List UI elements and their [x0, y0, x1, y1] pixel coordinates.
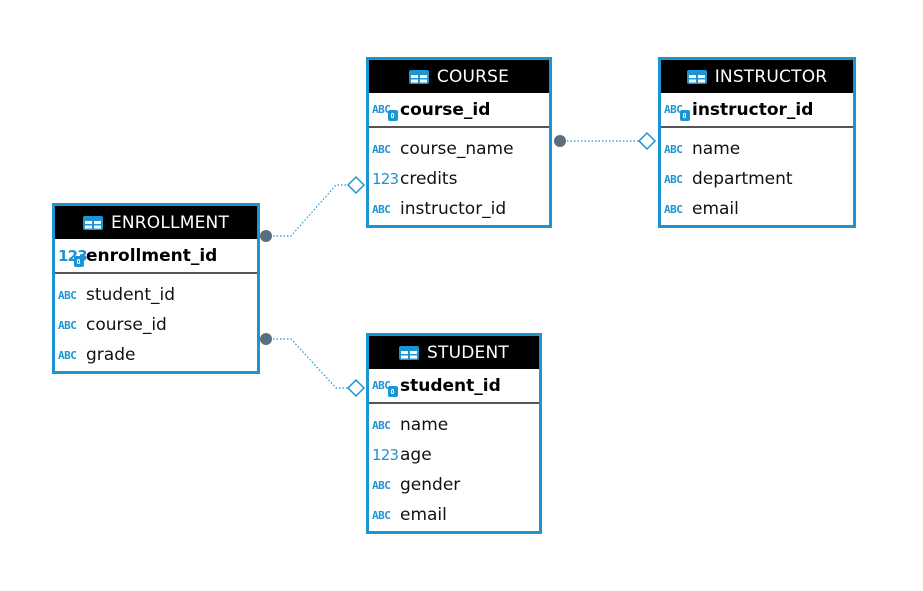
field-name: course_id — [86, 315, 167, 335]
connector-source-dot — [260, 333, 272, 345]
entity-title: INSTRUCTOR — [714, 66, 828, 87]
key-icon — [388, 109, 398, 121]
numeric-type-icon: 123 — [372, 446, 399, 464]
text-type-icon: ABC — [372, 202, 391, 216]
connector-target-diamond — [637, 131, 657, 151]
field-name: department — [692, 169, 793, 189]
primary-key-name: course_id — [400, 99, 491, 120]
text-type-icon: ABC — [664, 202, 683, 216]
text-type-icon: ABC — [58, 288, 77, 302]
field-row[interactable]: ABC gender — [369, 470, 539, 500]
entity-header[interactable]: INSTRUCTOR — [661, 60, 853, 93]
connector-source-dot — [554, 135, 566, 147]
text-type-icon: ABC — [372, 508, 391, 522]
primary-key-name: instructor_id — [692, 99, 814, 120]
field-name: credits — [400, 169, 458, 189]
numeric-key-type-icon: 123 — [58, 246, 88, 267]
field-name: student_id — [86, 285, 176, 305]
field-row[interactable]: ABC department — [661, 164, 853, 194]
relationship-course-instructor[interactable] — [554, 131, 657, 151]
relationship-enrollment-student[interactable] — [260, 333, 366, 398]
text-type-icon: ABC — [58, 318, 77, 332]
text-type-icon: ABC — [372, 478, 391, 492]
text-key-type-icon: ABC — [372, 100, 398, 121]
table-icon — [686, 69, 707, 84]
table-icon — [82, 215, 103, 230]
field-name: name — [400, 415, 449, 435]
text-type-icon: ABC — [372, 418, 391, 432]
entity-header[interactable]: ENROLLMENT — [55, 206, 257, 239]
text-type-icon: ABC — [664, 172, 683, 186]
field-name: email — [692, 199, 739, 219]
text-key-type-icon: ABC — [372, 376, 398, 397]
numeric-type-icon: 123 — [372, 170, 399, 188]
field-name: age — [400, 445, 432, 465]
primary-key-name: student_id — [400, 375, 501, 396]
field-row[interactable]: ABC name — [369, 410, 539, 440]
field-row[interactable]: ABC grade — [55, 340, 257, 370]
entity-title: ENROLLMENT — [110, 212, 230, 233]
field-row[interactable]: ABC student_id — [55, 280, 257, 310]
text-key-type-icon: ABC — [664, 100, 690, 121]
key-icon — [680, 109, 690, 121]
field-row[interactable]: ABC course_name — [369, 134, 549, 164]
entity-header[interactable]: STUDENT — [369, 336, 539, 369]
field-row[interactable]: ABC name — [661, 134, 853, 164]
connector-source-dot — [260, 230, 272, 242]
field-name: email — [400, 505, 447, 525]
field-row[interactable]: ABC instructor_id — [369, 194, 549, 224]
text-type-icon: ABC — [58, 348, 77, 362]
connector-target-diamond — [346, 175, 366, 195]
primary-key-name: enrollment_id — [86, 245, 218, 266]
relationship-enrollment-course[interactable] — [260, 175, 366, 242]
entity-title: COURSE — [436, 66, 510, 87]
field-name: grade — [86, 345, 136, 365]
field-name: course_name — [400, 139, 514, 159]
text-type-icon: ABC — [664, 142, 683, 156]
field-name: gender — [400, 475, 461, 495]
field-name: instructor_id — [400, 199, 507, 219]
key-icon — [388, 385, 398, 397]
field-row[interactable]: ABC email — [661, 194, 853, 224]
connector-target-diamond — [346, 378, 366, 398]
key-icon — [74, 255, 84, 267]
table-icon — [408, 69, 429, 84]
field-name: name — [692, 139, 741, 159]
entity-header[interactable]: COURSE — [369, 60, 549, 93]
table-icon — [399, 345, 420, 360]
field-row[interactable]: ABC email — [369, 500, 539, 530]
entity-title: STUDENT — [427, 342, 509, 363]
field-row[interactable]: ABC course_id — [55, 310, 257, 340]
text-type-icon: ABC — [372, 142, 391, 156]
